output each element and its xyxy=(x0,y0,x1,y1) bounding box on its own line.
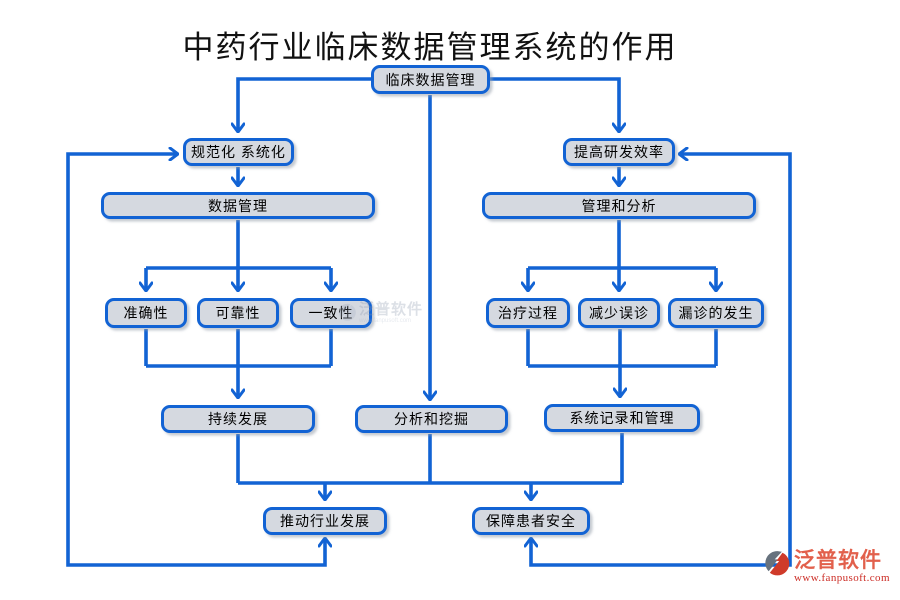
connector-datamgmt-split xyxy=(146,220,331,270)
logo-brand-text: 泛普软件 xyxy=(794,548,882,572)
logo-url-text: www.fanpusoft.com xyxy=(794,572,890,584)
node-data-management: 数据管理 xyxy=(101,192,375,219)
connector-right-merge xyxy=(526,329,718,368)
fanpu-logo: 泛普软件 www.fanpusoft.com xyxy=(764,549,890,585)
node-reliability: 可靠性 xyxy=(197,298,279,328)
node-standardize-systematize: 规范化 系统化 xyxy=(183,138,294,166)
node-missed-diagnosis: 漏诊的发生 xyxy=(668,298,764,328)
node-consistency: 一致性 xyxy=(290,298,372,328)
node-sustained-development: 持续发展 xyxy=(161,405,315,433)
fanpu-logo-icon xyxy=(764,549,791,583)
node-management-and-analysis: 管理和分析 xyxy=(482,192,756,219)
node-clinical-data-mgmt: 临床数据管理 xyxy=(371,65,490,94)
connector-left-merge xyxy=(144,329,333,368)
node-treatment-process: 治疗过程 xyxy=(486,298,570,328)
node-improve-rd-efficiency: 提高研发效率 xyxy=(563,138,675,166)
node-promote-industry-dev: 推动行业发展 xyxy=(263,507,387,535)
connector-mgmtanalysis-split xyxy=(528,220,716,270)
node-analysis-and-mining: 分析和挖掘 xyxy=(355,405,508,433)
connector-bottom-bus xyxy=(236,433,624,485)
node-systematic-record-mgmt: 系统记录和管理 xyxy=(544,404,700,432)
connector-root-to-standardize xyxy=(238,77,371,132)
diagram-title: 中药行业临床数据管理系统的作用 xyxy=(182,30,678,66)
node-accuracy: 准确性 xyxy=(105,298,187,328)
node-reduce-misdiagnosis: 减少误诊 xyxy=(578,298,660,328)
connector-root-to-efficiency xyxy=(490,77,619,132)
node-patient-safety: 保障患者安全 xyxy=(472,507,590,535)
